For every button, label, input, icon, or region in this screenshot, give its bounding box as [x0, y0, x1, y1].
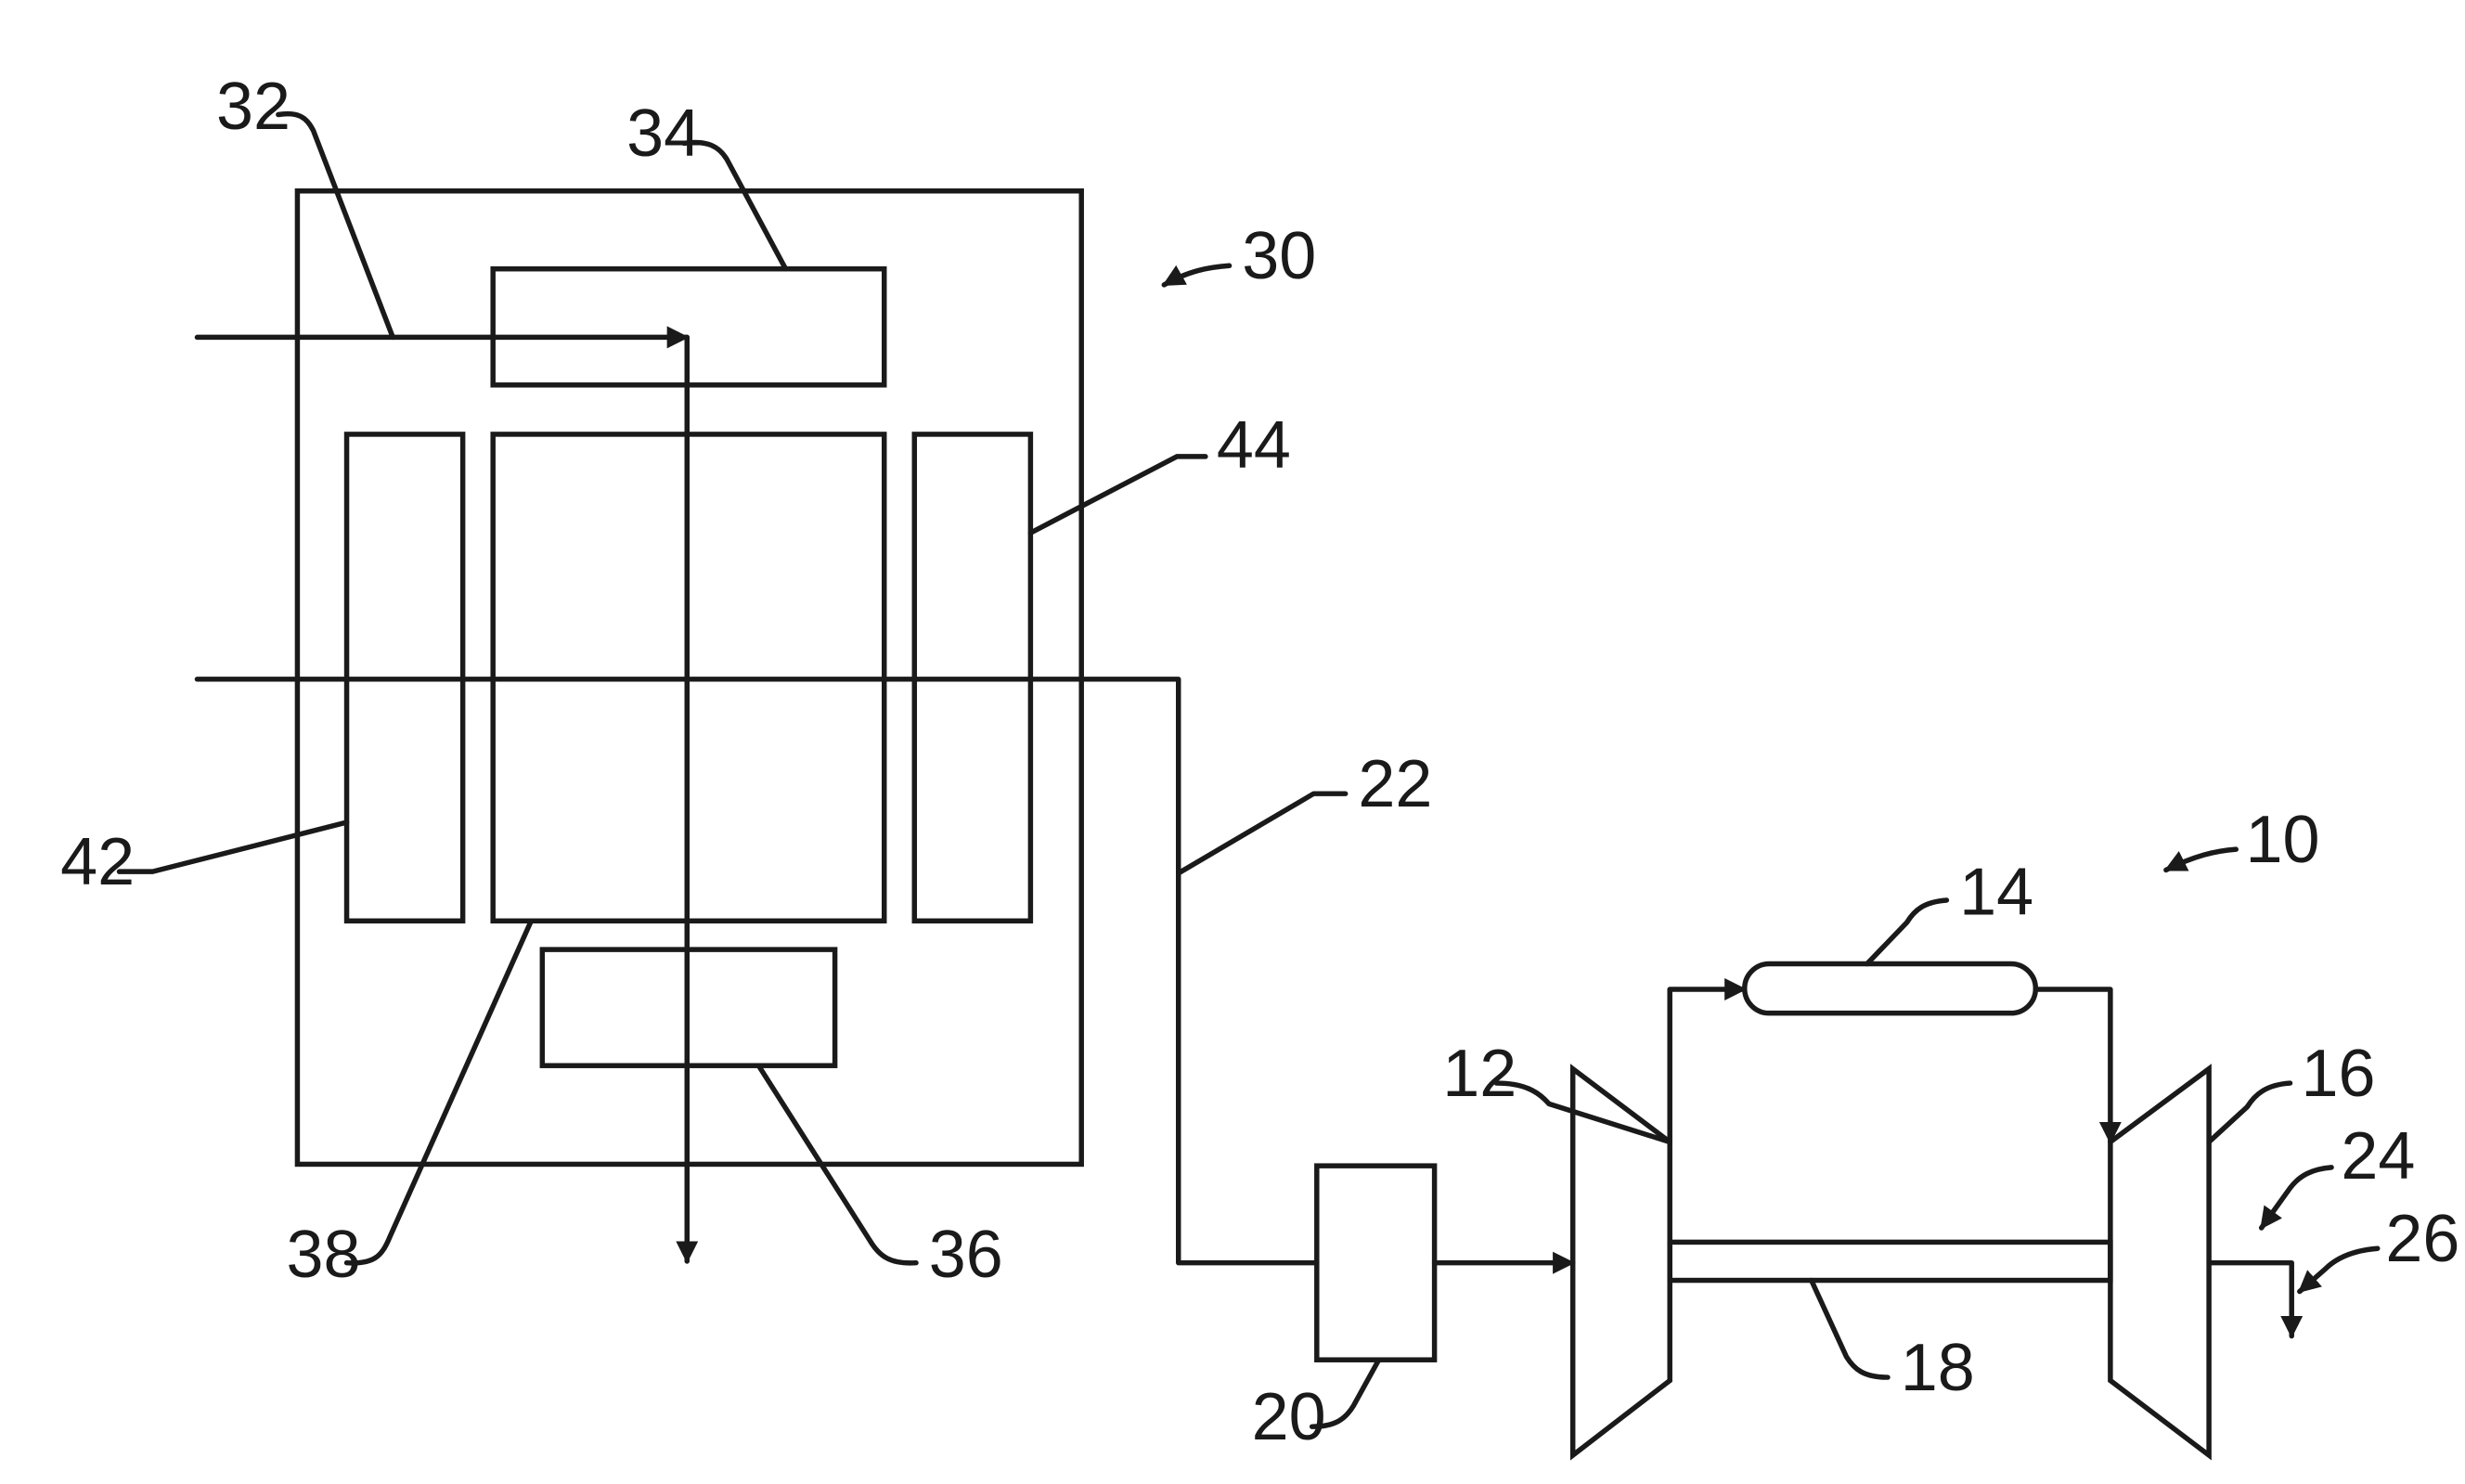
label-34: 34: [626, 97, 701, 171]
flow-12-to-14-line: [1670, 989, 1745, 1142]
leader-16: [2209, 1083, 2290, 1142]
leader-24: [2262, 1168, 2331, 1228]
combustor-14: [1745, 964, 2036, 1013]
leader-30: [1164, 265, 1229, 285]
label-18: 18: [1901, 1331, 1975, 1405]
leader-10: [2166, 849, 2236, 870]
shaft-18: [1670, 1242, 2110, 1280]
leader-18: [1812, 1281, 1888, 1378]
label-10: 10: [2246, 803, 2320, 877]
leader-22: [1179, 794, 1346, 873]
label-42: 42: [60, 825, 135, 899]
label-32: 32: [216, 70, 290, 144]
label-16: 16: [2302, 1037, 2376, 1111]
exhaust-26-line: [2209, 1263, 2291, 1336]
conduit-22-line: [197, 679, 1316, 1263]
leader-12: [1496, 1083, 1670, 1142]
label-22: 22: [1358, 747, 1432, 821]
leader-26: [2300, 1248, 2378, 1291]
label-24: 24: [2341, 1119, 2415, 1194]
leader-38: [347, 921, 532, 1263]
label-14: 14: [1959, 855, 2033, 929]
flow-14-to-16-line: [2035, 989, 2110, 1142]
label-26: 26: [2385, 1202, 2459, 1276]
label-20: 20: [1252, 1380, 1326, 1454]
label-30: 30: [1242, 219, 1316, 293]
label-38: 38: [286, 1218, 360, 1292]
leader-42: [120, 822, 347, 871]
system-10: [1312, 849, 2378, 1455]
label-36: 36: [929, 1218, 1003, 1292]
reference-labels: 32 34 30 44 22 42 10 14 12 16 24 26 38 3…: [60, 70, 2459, 1454]
label-12: 12: [1442, 1037, 1516, 1111]
label-44: 44: [1217, 408, 1291, 483]
system-30: [120, 114, 1346, 1263]
leader-44: [1030, 457, 1205, 533]
turbine-16: [2110, 1069, 2209, 1455]
leader-14: [1867, 900, 1947, 964]
component-20-box: [1317, 1166, 1435, 1360]
